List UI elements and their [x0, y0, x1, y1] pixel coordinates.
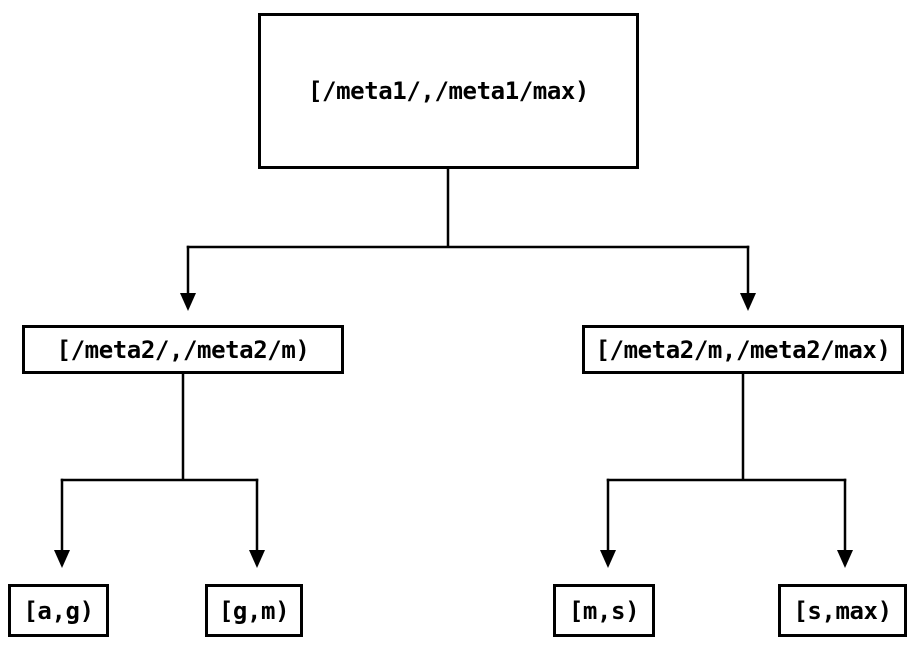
arrowhead-down-icon: [249, 550, 265, 568]
node-label: [m,s): [568, 596, 640, 625]
node-leaf-interval-ms: [m,s): [553, 584, 655, 637]
arrowhead-down-icon: [180, 293, 196, 311]
node-right-interval: [/meta2/m,/meta2/max): [582, 325, 904, 374]
node-leaf-interval-smax: [s,max): [778, 584, 907, 637]
node-label: [a,g): [23, 596, 94, 625]
edge-lines: [60, 169, 847, 551]
arrowhead-down-icon: [837, 550, 853, 568]
node-left-interval: [/meta2/,/meta2/m): [22, 325, 344, 374]
arrowhead-down-icon: [54, 550, 70, 568]
node-label: [s,max): [793, 596, 892, 625]
node-leaf-interval-gm: [g,m): [205, 584, 303, 637]
node-label: [/meta2/m,/meta2/max): [595, 335, 891, 364]
node-root-interval: [/meta1/,/meta1/max): [258, 13, 639, 169]
node-label: [g,m): [218, 596, 290, 625]
node-leaf-interval-ag: [a,g): [8, 584, 109, 637]
node-label: [/meta1/,/meta1/max): [308, 77, 589, 105]
node-label: [/meta2/,/meta2/m): [56, 335, 310, 364]
arrowhead-down-icon: [740, 293, 756, 311]
arrowheads: [54, 293, 853, 568]
arrowhead-down-icon: [600, 550, 616, 568]
